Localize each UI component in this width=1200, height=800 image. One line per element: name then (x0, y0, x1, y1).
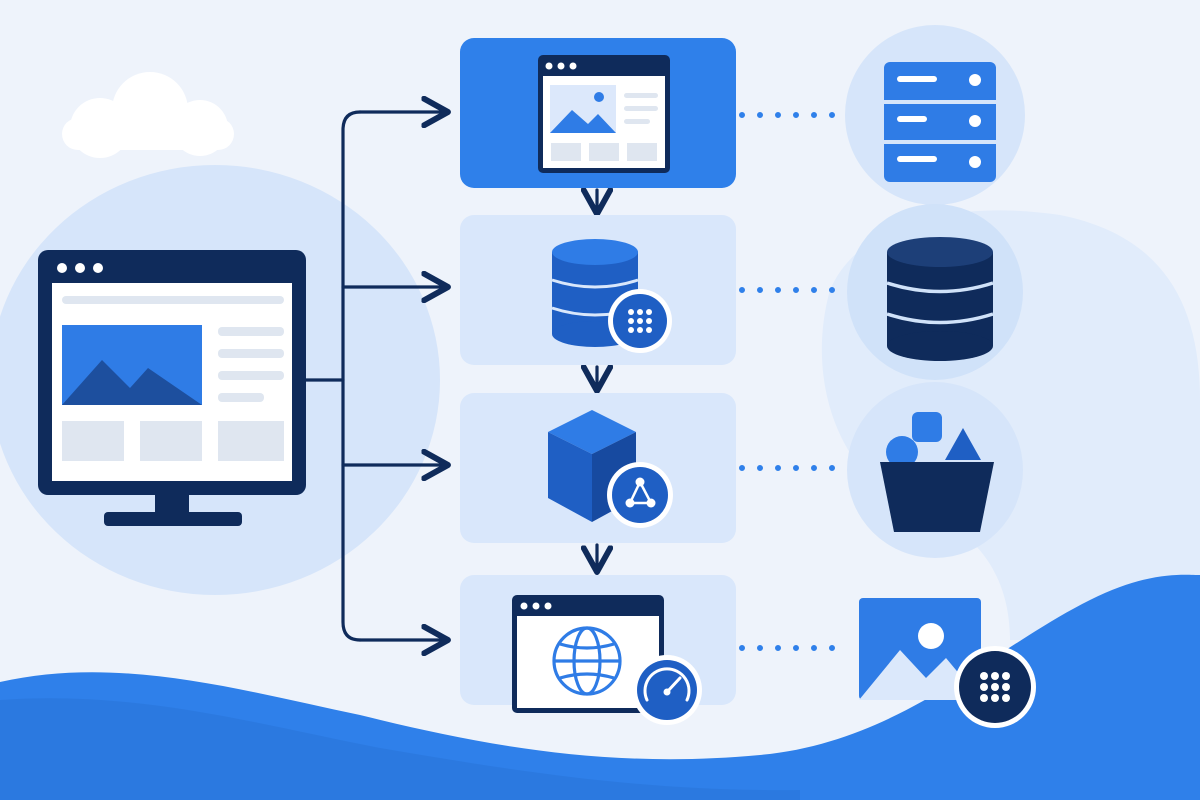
output-media (859, 598, 1036, 728)
stage-card-web-performance (460, 575, 736, 725)
output-assets (847, 382, 1023, 558)
image-icon (859, 598, 981, 700)
trunk-vertical (341, 110, 362, 642)
shapes-basket-icon (880, 412, 994, 532)
desktop-monitor-icon (38, 250, 306, 526)
connector-lines (304, 110, 597, 642)
stage-card-database (460, 215, 736, 365)
speedometer-icon (632, 655, 702, 725)
bottom-wave-highlight (0, 698, 800, 800)
grid-dots-icon (608, 289, 672, 353)
stage-card-component (460, 393, 736, 543)
server-rack-icon (884, 62, 996, 182)
grid-dots-icon (954, 646, 1036, 728)
stage-card-web-page (460, 38, 736, 188)
cloud-icon (62, 72, 234, 158)
output-storage (847, 204, 1023, 380)
browser-window-icon (538, 55, 670, 173)
database-icon (886, 237, 994, 361)
network-nodes-icon (607, 462, 673, 528)
output-server (845, 25, 1025, 205)
dotted-connectors (739, 112, 839, 651)
